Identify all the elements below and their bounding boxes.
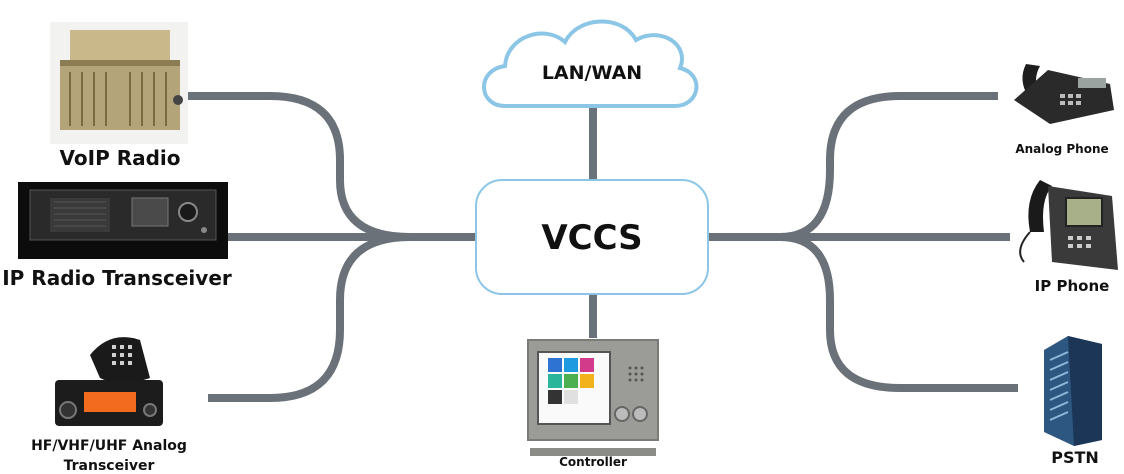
pstn-image xyxy=(1044,336,1102,446)
ip-phone-image xyxy=(1019,180,1118,270)
ip-phone-label: IP Phone xyxy=(1034,277,1110,295)
connector-analog-phone xyxy=(708,92,998,241)
voip-radio-image xyxy=(50,22,188,144)
connectors xyxy=(188,92,1018,402)
vccs-label: VCCS xyxy=(541,218,643,258)
voip-radio-label: VoIP Radio xyxy=(59,146,181,170)
vccs-node xyxy=(475,179,709,295)
connector-voip-radio xyxy=(188,92,411,241)
connector-analog-transceiver xyxy=(208,233,411,402)
pstn-label: PSTN xyxy=(1051,448,1099,467)
analog-phone-label: Analog Phone xyxy=(1015,142,1109,156)
ip-radio-transceiver-label: IP Radio Transceiver xyxy=(2,266,232,290)
ip-radio-transceiver-image xyxy=(18,182,228,259)
cloud-shape xyxy=(482,19,699,108)
controller-label: Controller xyxy=(559,455,627,469)
analog-phone-image xyxy=(1014,64,1114,124)
controller-image xyxy=(527,339,659,456)
cloud-label: LAN/WAN xyxy=(541,62,643,84)
analog-transceiver-label-line1: HF/VHF/UHF Analog xyxy=(31,438,187,454)
analog-transceiver-image xyxy=(55,337,163,426)
analog-transceiver-label-line2: Transceiver xyxy=(63,458,155,474)
connector-pstn xyxy=(779,233,1018,392)
